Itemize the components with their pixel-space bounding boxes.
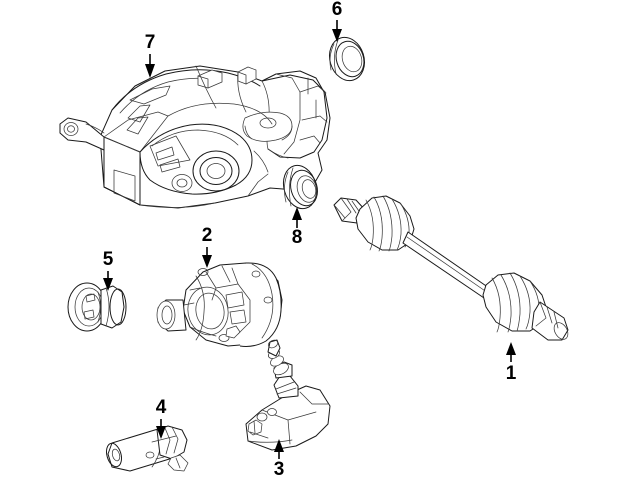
callout-5[interactable]: 5: [103, 249, 114, 291]
arrowhead-8: [292, 207, 302, 220]
callout-label-1: 1: [506, 363, 517, 384]
part-actuator-motor[interactable]: [104, 425, 189, 472]
callout-label-6: 6: [332, 0, 343, 20]
arrowhead-3: [274, 439, 284, 452]
callout-label-2: 2: [202, 225, 213, 246]
callout-3[interactable]: 3: [274, 439, 285, 480]
callout-label-7: 7: [145, 32, 156, 53]
part-axle-shaft-assembly[interactable]: [333, 195, 571, 342]
callout-2[interactable]: 2: [202, 225, 213, 268]
callout-4[interactable]: 4: [156, 397, 167, 439]
callout-6[interactable]: 6: [332, 0, 343, 42]
part-differential-clutch-coupling[interactable]: [156, 262, 283, 347]
arrowhead-7: [145, 64, 155, 78]
callout-label-5: 5: [103, 249, 114, 270]
callout-8[interactable]: 8: [292, 207, 303, 248]
part-pinion-oil-seal[interactable]: [324, 33, 369, 85]
arrowhead-1: [506, 342, 516, 355]
arrowhead-6: [332, 29, 342, 42]
part-differential-control-module[interactable]: [245, 339, 331, 451]
part-output-flange-bushing[interactable]: [67, 282, 127, 332]
part-pinion-bearing[interactable]: [279, 161, 322, 212]
arrowhead-5: [103, 278, 113, 291]
callout-label-4: 4: [156, 397, 167, 418]
arrowhead-4: [156, 426, 166, 439]
callout-7[interactable]: 7: [145, 32, 156, 78]
callout-1[interactable]: 1: [506, 342, 517, 384]
callout-label-3: 3: [274, 459, 285, 480]
callout-label-8: 8: [292, 227, 303, 248]
part-differential-carrier-housing[interactable]: [59, 65, 331, 209]
arrowhead-2: [202, 255, 212, 268]
